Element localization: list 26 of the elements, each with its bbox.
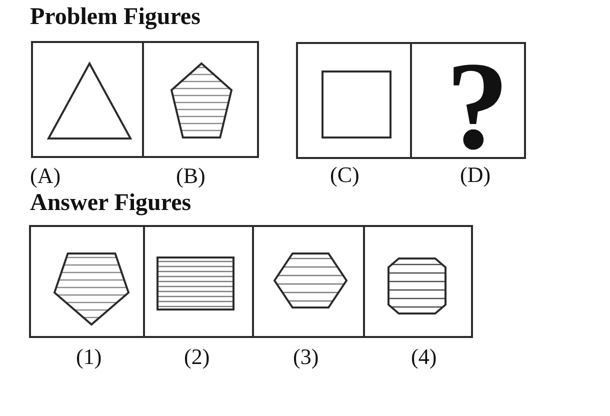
figure-label: (1) [76, 346, 102, 368]
figure-panel [29, 225, 145, 338]
figure-label: (2) [184, 346, 210, 368]
striped-pentagon-figure [52, 252, 130, 326]
question-mark: ? [446, 60, 509, 154]
figure-label: (A) [30, 165, 61, 187]
figure-label: (4) [411, 346, 437, 368]
figure-label: (D) [460, 164, 491, 186]
figure-panel [410, 42, 526, 159]
figure-label: (B) [176, 165, 206, 187]
figure-label: (3) [293, 346, 319, 368]
striped-rectangle-figure [156, 256, 234, 310]
figure-panel [142, 41, 259, 158]
figure-panel [363, 225, 473, 338]
figure-panel [252, 225, 365, 338]
figure-label: (C) [330, 164, 360, 186]
figure-panel [31, 41, 144, 158]
section-heading: Problem Figures [30, 5, 200, 29]
triangle-figure [46, 62, 132, 140]
square-figure [320, 70, 392, 138]
figure-panel [296, 42, 412, 159]
striped-hexagon-figure [272, 252, 348, 308]
figure-panel [143, 225, 254, 338]
striped-pentagon-figure [170, 62, 232, 138]
section-heading: Answer Figures [30, 191, 192, 215]
striped-octagon-figure [386, 256, 446, 314]
